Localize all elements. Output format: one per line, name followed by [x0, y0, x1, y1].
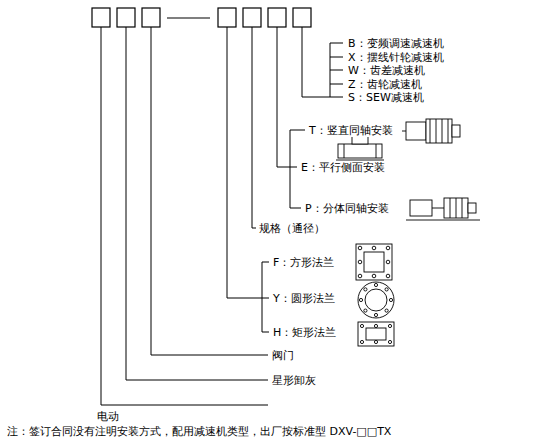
code-box: [268, 8, 286, 27]
leader-line: [227, 27, 262, 298]
code-label: 电动: [96, 410, 120, 423]
parallel-side-sketch: [336, 136, 384, 160]
code-box: [218, 8, 236, 27]
leader-line: [151, 27, 268, 355]
bracket: [290, 130, 291, 208]
code-box: [117, 8, 135, 27]
leader-line: [302, 27, 330, 97]
sketches: [336, 119, 480, 346]
dash: [167, 17, 210, 18]
size-label: 规格（通径）: [258, 222, 326, 235]
code-box: [142, 8, 160, 27]
vertical-coaxial-sketch: [402, 119, 460, 143]
reducer-option: Z：齿轮减速机: [347, 78, 423, 91]
reducer-option: S：SEW减速机: [347, 91, 425, 104]
rect-flange-sketch: [358, 322, 394, 346]
code-label: 阀门: [271, 349, 295, 362]
leader-line: [101, 27, 268, 405]
note: 注：签订合同没有注明安装方式，配用减速机类型，出厂按标准型 DXV-□□TX: [6, 425, 392, 438]
code-box: [92, 8, 110, 27]
leader-line: [252, 27, 256, 228]
split-coaxial-sketch: [406, 198, 480, 220]
flange-option: Y：圆形法兰: [272, 292, 336, 305]
mounting-option: E：平行侧面安装: [300, 161, 386, 174]
square-flange-sketch: [356, 244, 392, 280]
code-label: 星形卸灰: [271, 374, 317, 387]
reducer-option: X：摆线针轮减速机: [347, 51, 445, 64]
leader-line: [277, 27, 290, 167]
reducer-option: B：变频调速减速机: [347, 37, 445, 50]
reducer-option: W：齿差减速机: [347, 64, 426, 77]
flange-option: F：方形法兰: [272, 256, 335, 269]
code-boxes: [92, 8, 311, 27]
mounting-option: T：竖直同轴安装: [308, 124, 394, 137]
mounting-option: P：分体同轴安装: [304, 202, 390, 215]
leader-line: [126, 27, 268, 380]
bracket: [262, 262, 263, 332]
code-box: [243, 8, 261, 27]
leader-lines: [101, 27, 343, 405]
round-flange-sketch: [358, 282, 394, 318]
code-box: [293, 8, 311, 27]
flange-option: H：矩形法兰: [272, 326, 337, 339]
